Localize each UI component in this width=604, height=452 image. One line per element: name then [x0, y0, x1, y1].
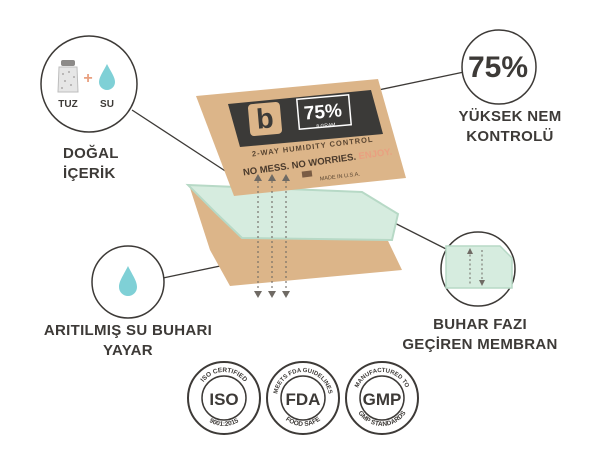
natural-label-line2: İÇERİK [63, 165, 116, 182]
humidity-badge-circle [461, 29, 537, 105]
humidity-badge-text: 75% [468, 51, 528, 84]
iso-badge-center: ISO [209, 390, 238, 409]
membrane-detail-arrows [469, 250, 483, 284]
natural-ingredients-label: DOĞAL İÇERİK [63, 144, 119, 184]
vapor-arrows [257, 176, 287, 296]
iso-badge: ISO ISO CERTIFIED 9001:2015 [187, 361, 261, 435]
vapor-label-line1: ARITILMIŞ SU BUHARI [43, 322, 213, 339]
humidity-label-line1: YÜKSEK NEM [458, 108, 562, 125]
humidity-packet: b 75% 8 GRAM 2-WAY HUMIDITY CONTROL NO M… [196, 79, 406, 196]
membrane-label-line1: BUHAR FAZI [433, 316, 527, 333]
salt-label: TUZ [58, 99, 77, 110]
water-label: SU [100, 99, 114, 110]
connector-natural [131, 109, 237, 179]
fda-badge-center: FDA [286, 390, 321, 409]
membrane-label: BUHAR FAZI GEÇİREN MEMBRAN [390, 315, 570, 355]
membrane-label-line2: GEÇİREN MEMBRAN [402, 336, 558, 353]
vapor-membrane-layer [185, 183, 400, 242]
packet-percent-box [295, 93, 353, 131]
arrow-heads [254, 174, 290, 298]
packet-logo-badge [247, 101, 283, 137]
packet-gram: 8 GRAM [316, 122, 336, 130]
membrane-detail-layer [445, 245, 513, 289]
packet-percent: 75% [303, 100, 343, 124]
salt-shaker-icon [57, 60, 79, 93]
gmp-badge-center: GMP [363, 390, 402, 409]
packet-brand-letter: b [255, 102, 275, 134]
vapor-release-label: ARITILMIŞ SU BUHARI YAYAR [28, 321, 228, 361]
fda-badge: FDA MEETS FDA GUIDELINES FOOD SAFE [266, 361, 340, 435]
flag-icon [301, 170, 313, 178]
plus-icon: + [83, 70, 92, 87]
water-drop-icon [119, 266, 137, 296]
natural-label-line1: DOĞAL [63, 145, 119, 162]
humidity-label-line2: KONTROLÜ [466, 128, 554, 145]
packet-made-in: MADE IN U.S.A. [319, 172, 360, 183]
humidity-control-label: YÜKSEK NEM KONTROLÜ [450, 107, 570, 147]
vapor-label-line2: YAYAR [103, 342, 153, 359]
iso-badge-bottom: 9001:2015 [208, 417, 240, 428]
water-drop-icon-small [99, 64, 115, 90]
gmp-badge: GMP MANUFACTURED TO GMP STANDARDS [345, 361, 419, 435]
